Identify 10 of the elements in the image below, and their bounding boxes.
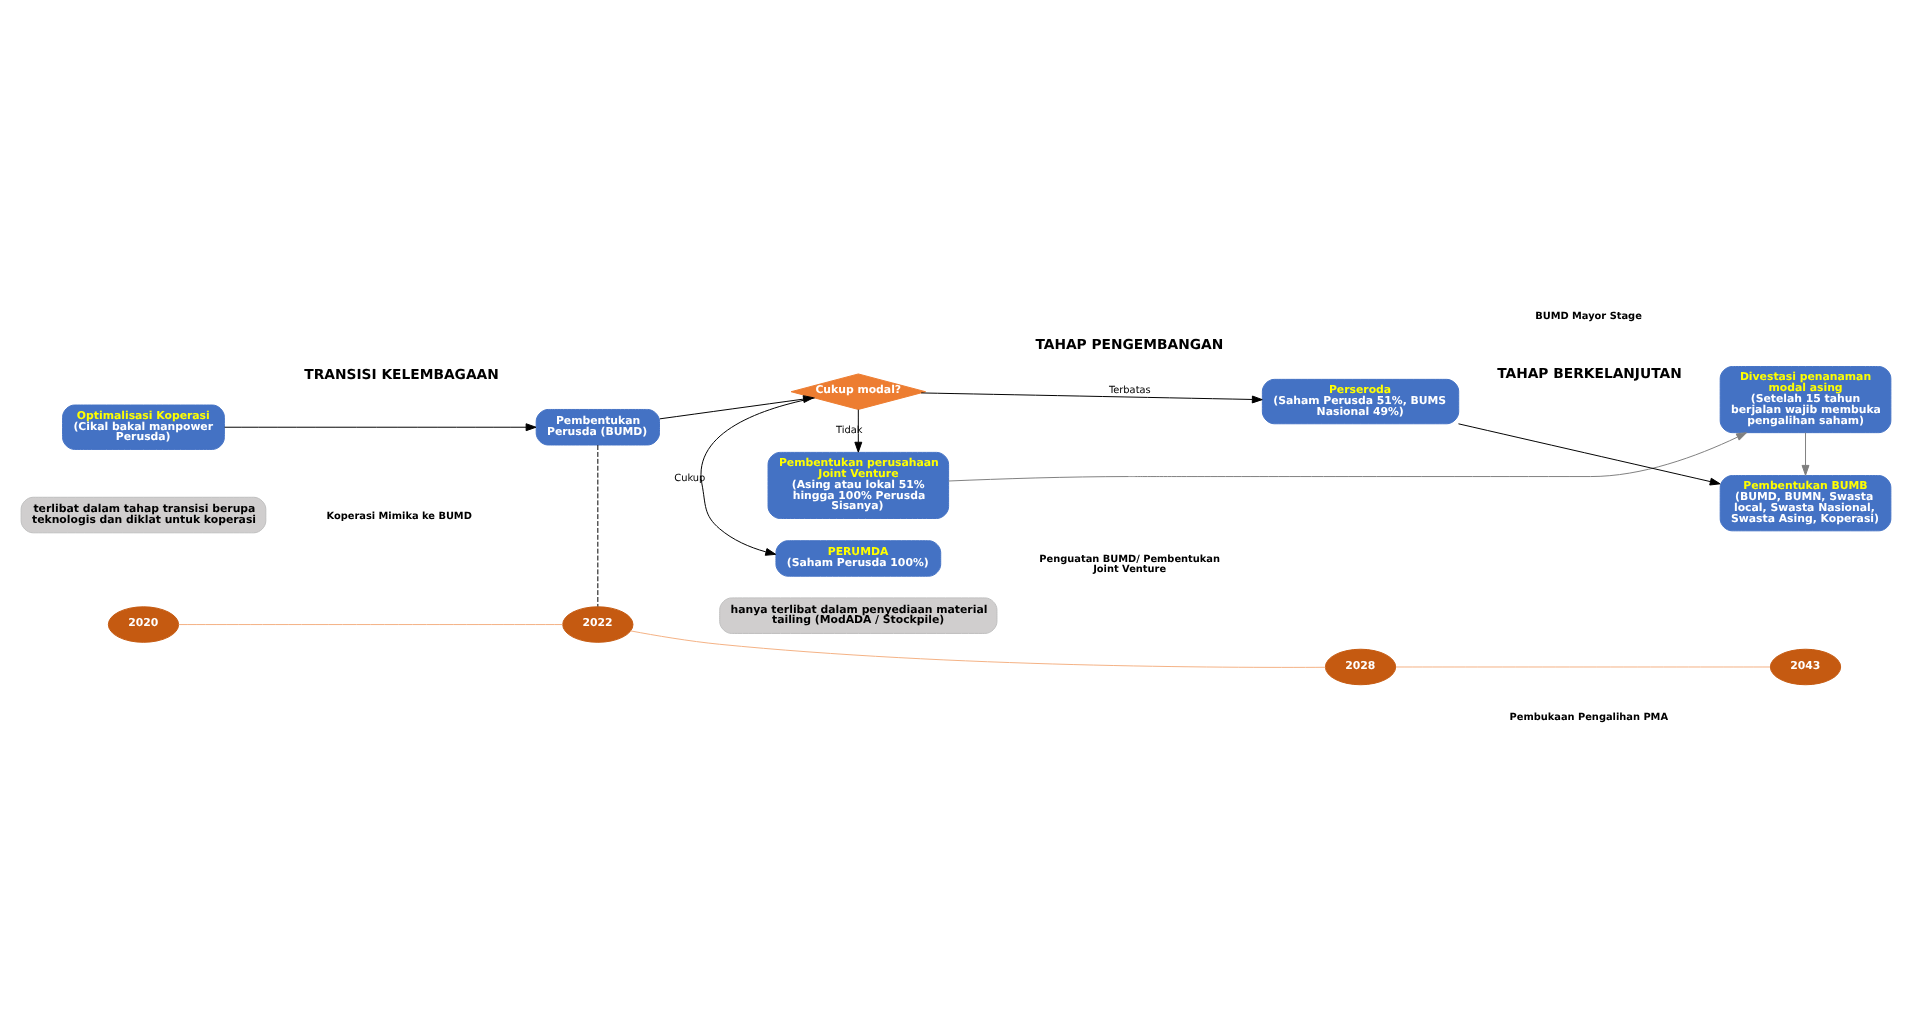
connector <box>630 629 1326 667</box>
arrow <box>854 408 863 452</box>
connector <box>1395 665 1771 667</box>
arrow <box>1457 422 1721 485</box>
connector <box>597 443 599 606</box>
connector <box>178 623 564 625</box>
arrow <box>224 422 537 431</box>
arrow <box>948 431 1748 481</box>
arrow <box>1801 431 1810 475</box>
arrow <box>920 391 1263 403</box>
